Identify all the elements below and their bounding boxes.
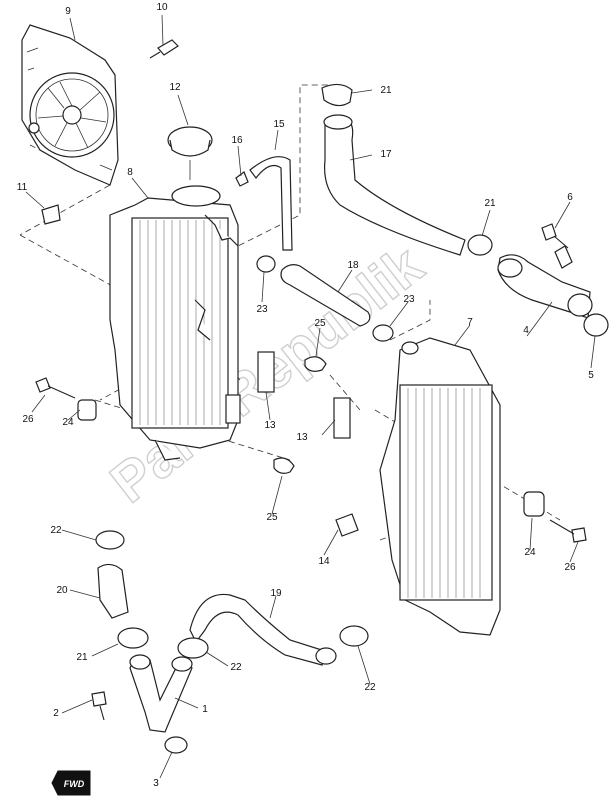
o-ring-5 bbox=[583, 313, 609, 337]
callout-15: 15 bbox=[273, 119, 285, 130]
bolt-25-top bbox=[304, 356, 327, 372]
callout-26-left: 26 bbox=[22, 414, 34, 425]
callout-18: 18 bbox=[347, 260, 359, 271]
leader-lines bbox=[25, 14, 596, 779]
callout-21-top: 21 bbox=[380, 85, 392, 96]
callout-2: 2 bbox=[53, 708, 59, 719]
callout-25-top: 25 bbox=[314, 318, 326, 329]
right-radiator bbox=[379, 337, 501, 636]
pipe-1 bbox=[129, 654, 193, 733]
hose-19 bbox=[189, 593, 337, 666]
fan-shroud bbox=[21, 24, 119, 186]
joint-4 bbox=[497, 245, 593, 319]
callout-7: 7 bbox=[467, 317, 473, 328]
hose-18 bbox=[280, 264, 371, 327]
callout-23-right: 23 bbox=[403, 294, 415, 305]
o-ring-3 bbox=[164, 736, 188, 754]
callout-25-bottom: 25 bbox=[266, 512, 278, 523]
callout-labels: 9 10 12 16 15 21 17 11 8 6 21 18 23 23 4… bbox=[17, 2, 594, 789]
screw-16 bbox=[235, 171, 249, 187]
left-radiator bbox=[109, 185, 241, 461]
callout-20: 20 bbox=[56, 585, 68, 596]
callout-13-left: 13 bbox=[264, 420, 276, 431]
callout-22-right: 22 bbox=[364, 682, 376, 693]
bolt-2 bbox=[91, 691, 107, 721]
callout-11: 11 bbox=[17, 182, 28, 193]
clamp-21-mid bbox=[467, 234, 493, 256]
callout-9: 9 bbox=[65, 6, 71, 17]
collar-14 bbox=[335, 513, 359, 537]
clamp-21-bottom bbox=[117, 627, 149, 649]
callout-13-right: 13 bbox=[296, 432, 308, 443]
callout-23-left: 23 bbox=[256, 304, 268, 315]
callout-24-right: 24 bbox=[524, 547, 536, 558]
callout-3: 3 bbox=[153, 778, 159, 789]
callout-22-left: 22 bbox=[50, 525, 62, 536]
callout-12: 12 bbox=[169, 82, 181, 93]
bolt-26-left bbox=[35, 377, 76, 399]
callout-8: 8 bbox=[127, 167, 133, 178]
callout-14: 14 bbox=[318, 556, 330, 567]
clamp-22-mid bbox=[177, 637, 209, 659]
clamp-22-right bbox=[339, 625, 369, 647]
callout-24-left: 24 bbox=[62, 417, 74, 428]
bolt-10 bbox=[149, 39, 179, 59]
bolt-6 bbox=[541, 223, 569, 249]
hose-15 bbox=[249, 156, 293, 251]
clamp-23-right bbox=[372, 324, 394, 342]
callout-17: 17 bbox=[380, 149, 392, 160]
pad-13-right bbox=[333, 397, 351, 439]
stay-11 bbox=[41, 204, 61, 225]
damper-24-left bbox=[77, 399, 97, 421]
callout-26-right: 26 bbox=[564, 562, 576, 573]
callout-16: 16 bbox=[231, 135, 243, 146]
callout-1: 1 bbox=[202, 704, 208, 715]
fwd-arrow: FWD bbox=[51, 770, 91, 796]
bolt-25-bottom bbox=[273, 457, 295, 474]
clamp-23-left bbox=[256, 255, 276, 273]
radiator-cap bbox=[167, 126, 213, 180]
hose-20 bbox=[97, 563, 129, 619]
callout-10: 10 bbox=[156, 2, 168, 13]
callout-22-mid: 22 bbox=[230, 662, 242, 673]
bolt-26-right bbox=[549, 519, 587, 543]
fwd-label: FWD bbox=[64, 779, 85, 789]
callout-4: 4 bbox=[523, 325, 529, 336]
clamp-22-left bbox=[95, 530, 125, 550]
pad-13-left bbox=[257, 351, 275, 393]
callout-6: 6 bbox=[567, 192, 573, 203]
clamp-21-top bbox=[321, 83, 353, 107]
callout-5: 5 bbox=[588, 370, 594, 381]
callout-21-bottom: 21 bbox=[76, 652, 88, 663]
hose-17 bbox=[323, 114, 466, 256]
callout-19: 19 bbox=[270, 588, 282, 599]
damper-24-right bbox=[523, 491, 545, 517]
callout-21-mid: 21 bbox=[484, 198, 496, 209]
